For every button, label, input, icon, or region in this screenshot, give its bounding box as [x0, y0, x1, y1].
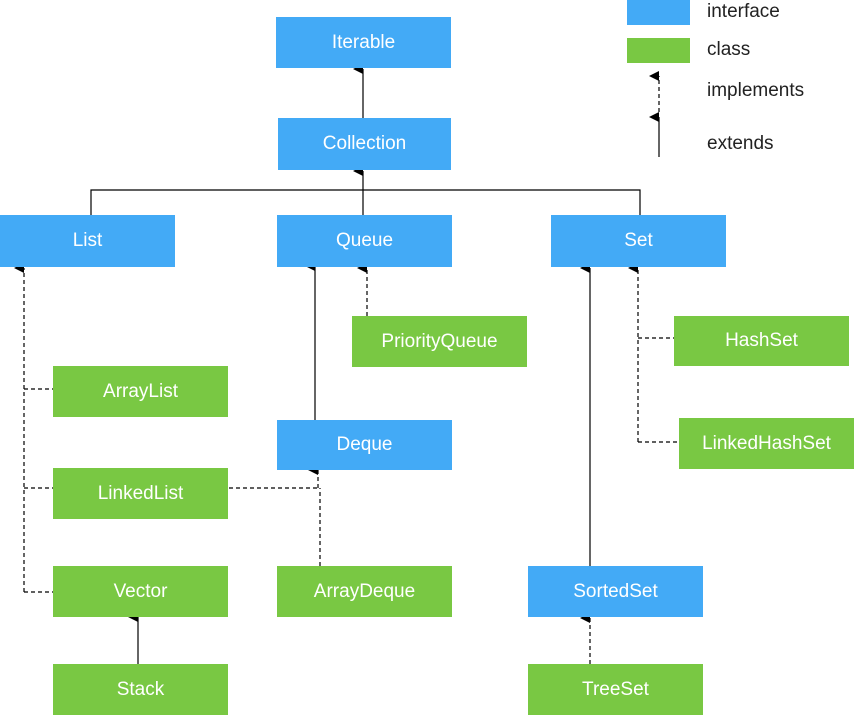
legend-class-label: class [707, 39, 751, 60]
legend-interface-label: interface [707, 1, 780, 22]
node-priority-queue: PriorityQueue [352, 316, 527, 367]
legend-extends-label: extends [707, 133, 774, 154]
node-sorted-set: SortedSet [528, 566, 703, 617]
legend-interface-swatch [627, 0, 690, 25]
legend-class-swatch [627, 38, 690, 63]
node-list: List [0, 215, 175, 267]
node-stack: Stack [53, 664, 228, 715]
node-hash-set: HashSet [674, 316, 849, 366]
node-tree-set: TreeSet [528, 664, 703, 715]
node-deque: Deque [277, 420, 452, 470]
node-array-list: ArrayList [53, 366, 228, 417]
subinterfaces-connector-line [90, 189, 641, 215]
node-queue: Queue [277, 215, 452, 267]
node-linked-hash-set: LinkedHashSet [679, 418, 854, 469]
node-linked-list: LinkedList [53, 468, 228, 519]
node-set: Set [551, 215, 726, 267]
node-collection: Collection [278, 118, 451, 170]
node-array-deque: ArrayDeque [277, 566, 452, 617]
node-vector: Vector [53, 566, 228, 617]
node-iterable: Iterable [276, 17, 451, 68]
legend-implements-label: implements [707, 80, 805, 101]
